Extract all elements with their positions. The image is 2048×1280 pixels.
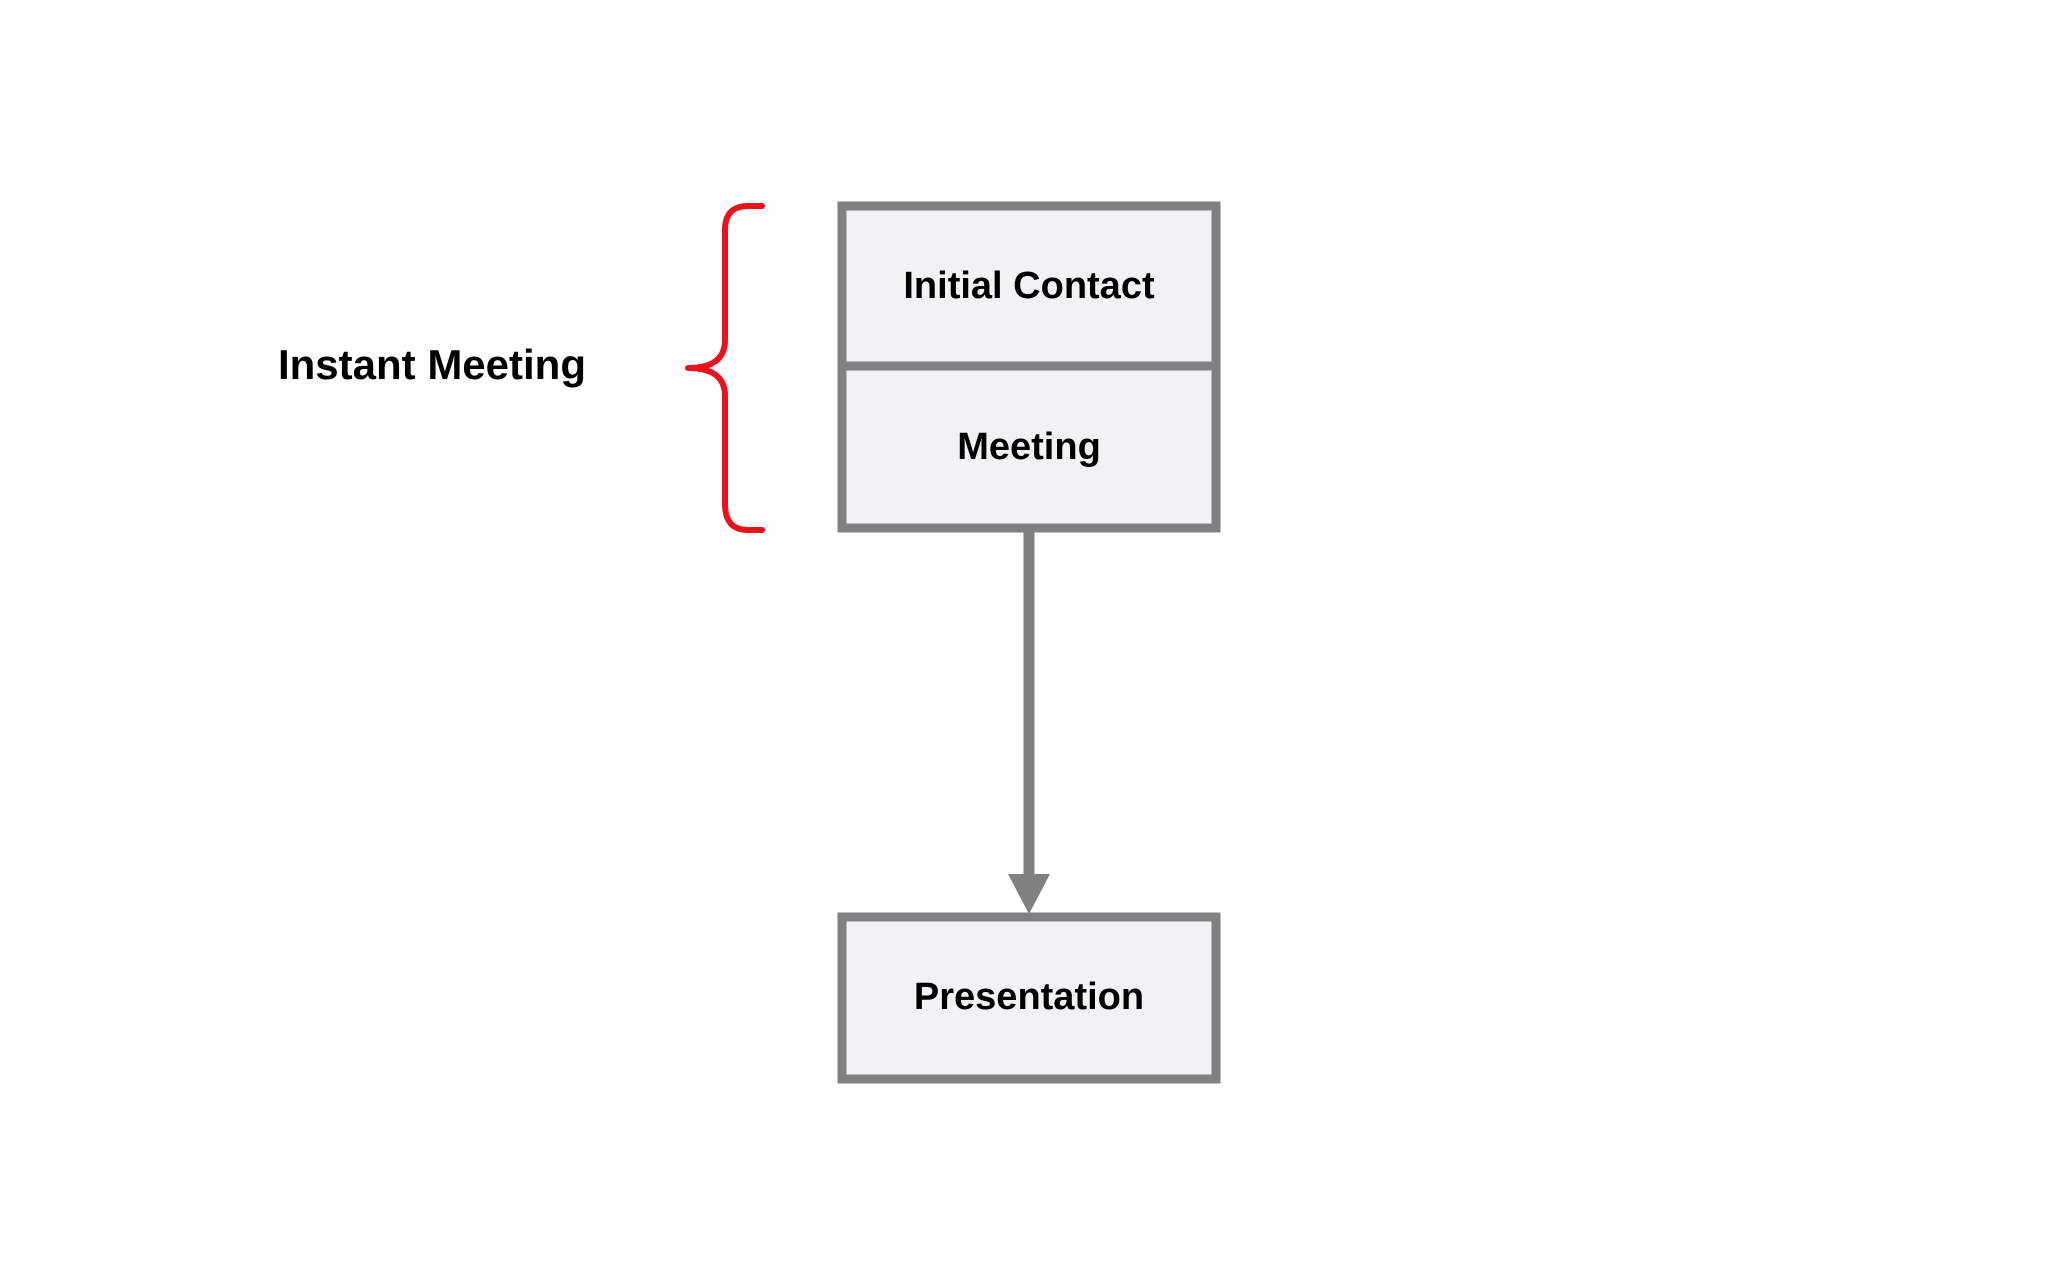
node-initial-contact[interactable]: Initial Contact [837,201,1221,371]
node-presentation[interactable]: Presentation [837,912,1221,1084]
arrow-down-icon [1008,874,1050,914]
node-label: Initial Contact [903,265,1155,307]
node-box [837,361,1221,533]
edge-meeting-to-presentation [1008,530,1050,914]
node-box [837,912,1221,1084]
node-label: Presentation [914,976,1144,1018]
group-bracket [685,203,765,533]
node-label: Meeting [957,426,1101,468]
node-meeting[interactable]: Meeting [837,361,1221,533]
group-label: Instant Meeting [278,341,586,388]
